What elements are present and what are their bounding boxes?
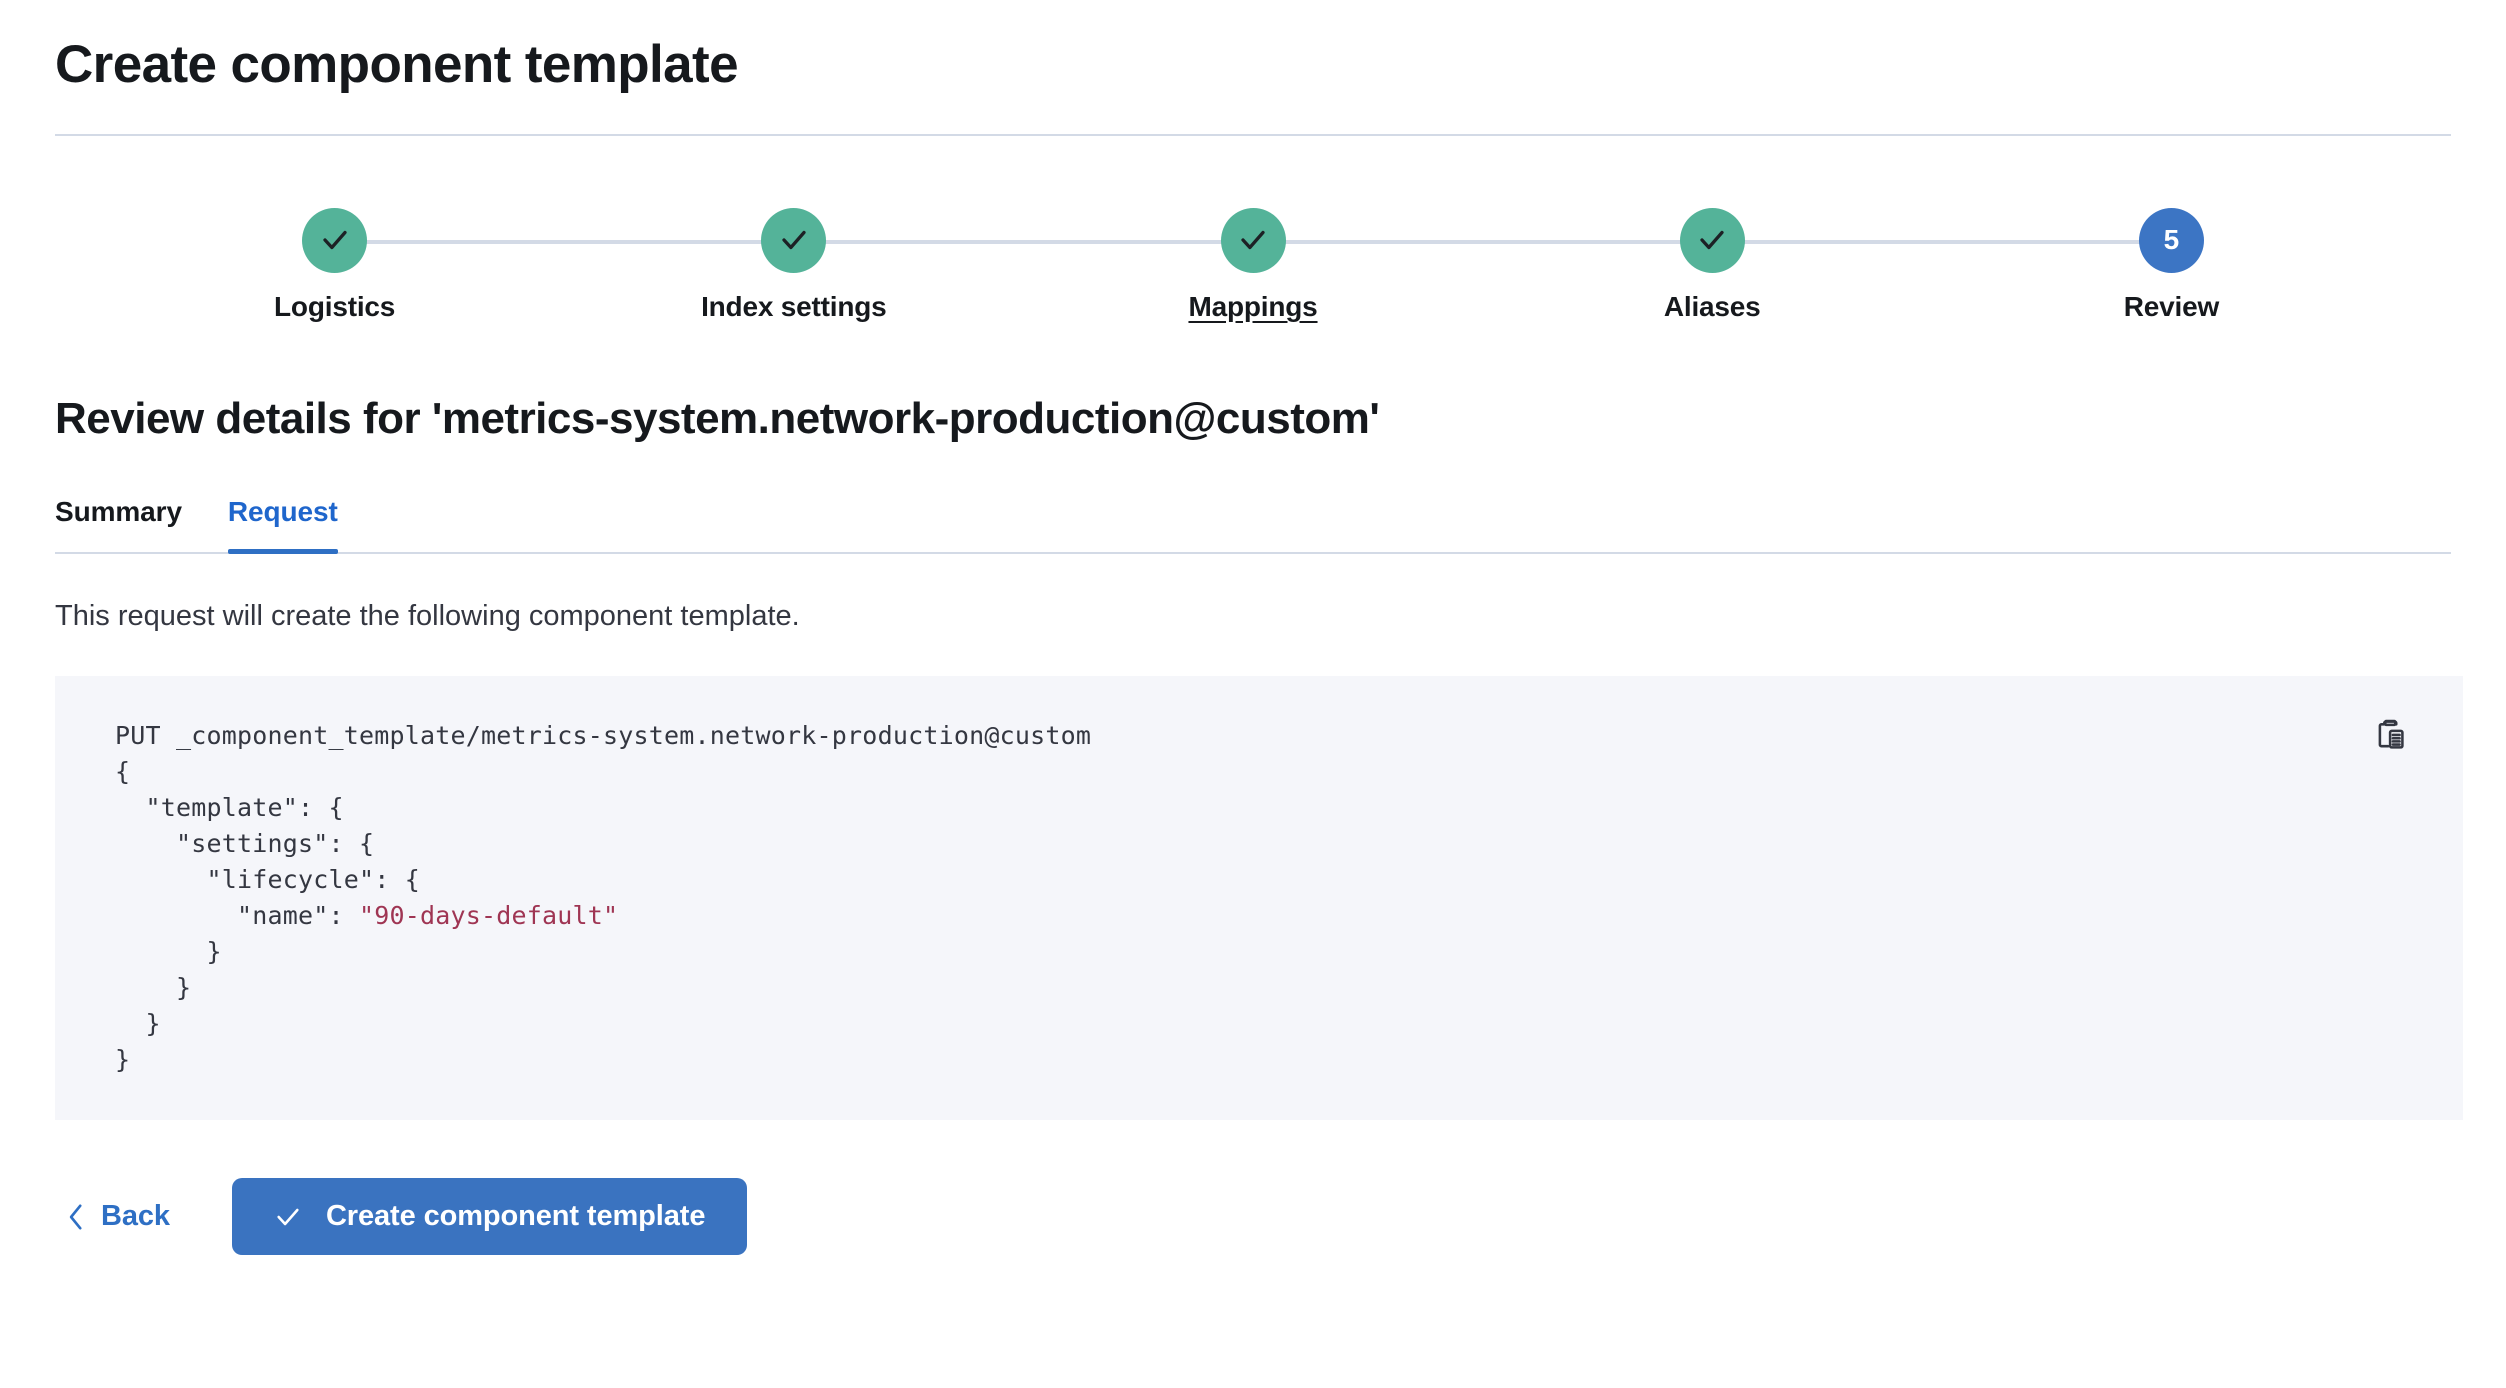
check-icon: [320, 225, 350, 255]
wizard-stepper: Logistics Index settings Mappings: [55, 207, 2451, 323]
code-string-value: "90-days-default": [359, 901, 619, 931]
step-connector: [334, 239, 794, 244]
review-heading: Review details for 'metrics-system.netwo…: [55, 393, 1380, 443]
step-label-logistics: Logistics: [274, 290, 396, 322]
check-icon: [779, 225, 809, 255]
copy-clipboard-icon[interactable]: [2369, 714, 2413, 758]
tab-request[interactable]: Request: [227, 496, 338, 554]
step-label-index-settings: Index settings: [701, 290, 887, 322]
step-connector: [793, 239, 1253, 244]
step-review[interactable]: 5 Review: [1942, 207, 2401, 323]
step-status-circle[interactable]: [761, 207, 827, 273]
create-component-template-button[interactable]: Create component template: [231, 1178, 748, 1256]
step-status-circle[interactable]: 5: [2138, 207, 2204, 273]
check-icon: [1238, 225, 1268, 255]
step-connector: [1712, 239, 2172, 244]
check-icon: [1697, 225, 1727, 255]
chevron-left-icon: [65, 1203, 87, 1231]
tab-summary[interactable]: Summary: [55, 495, 182, 527]
step-status-circle[interactable]: [302, 207, 368, 273]
review-tabs: Summary Request: [55, 496, 2451, 554]
step-status-circle[interactable]: [1220, 207, 1286, 273]
check-icon: [274, 1203, 302, 1231]
create-component-template-label: Create component template: [325, 1200, 706, 1233]
step-label-aliases: Aliases: [1663, 290, 1761, 322]
back-button[interactable]: Back: [55, 1190, 186, 1243]
request-description: This request will create the following c…: [55, 599, 800, 632]
step-number: 5: [2163, 224, 2180, 256]
wizard-actions: Back Create component template: [55, 1178, 2451, 1256]
step-logistics[interactable]: Logistics: [105, 207, 794, 323]
step-label-review: Review: [2123, 290, 2220, 322]
step-label-mappings[interactable]: Mappings: [1188, 290, 1318, 322]
request-code-panel: PUT _component_template/metrics-system.n…: [55, 676, 2463, 1121]
request-code[interactable]: PUT _component_template/metrics-system.n…: [55, 718, 2463, 1078]
page-title: Create component template: [55, 35, 739, 94]
title-divider: [55, 133, 2451, 136]
step-mappings[interactable]: Mappings: [1023, 207, 1713, 323]
back-button-label: Back: [101, 1200, 170, 1233]
code-body-after: } } } }: [115, 937, 222, 1075]
step-aliases[interactable]: Aliases: [1483, 207, 2172, 323]
code-request-line: PUT _component_template/metrics-system.n…: [115, 721, 1092, 751]
step-index-settings[interactable]: Index settings: [564, 207, 1253, 323]
step-status-circle[interactable]: [1679, 207, 1745, 273]
code-body-before: { "template": { "settings": { "lifecycle…: [115, 757, 421, 931]
step-connector: [1253, 239, 1713, 244]
